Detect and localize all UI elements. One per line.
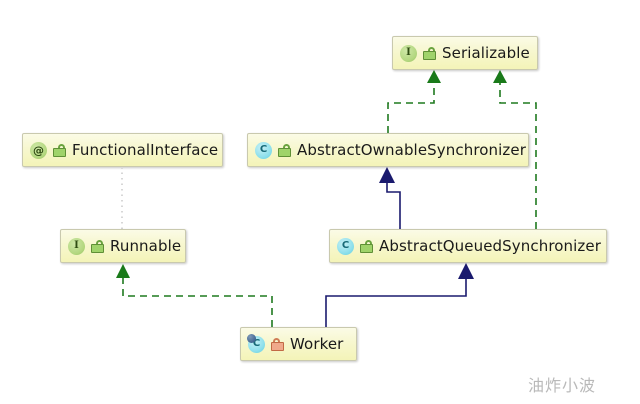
inner-class-icon: C <box>247 333 265 353</box>
class-icon: C <box>337 237 354 255</box>
unlock-icon <box>360 239 373 253</box>
unlock-icon <box>423 46 436 60</box>
node-abstract-ownable-synchronizer[interactable]: C AbstractOwnableSynchronizer <box>247 133 529 167</box>
unlock-icon <box>278 143 291 157</box>
node-label: FunctionalInterface <box>72 140 219 159</box>
node-label: AbstractOwnableSynchronizer <box>297 140 526 159</box>
node-abstract-queued-synchronizer[interactable]: C AbstractQueuedSynchronizer <box>329 229 607 263</box>
class-icon-glyph: C <box>337 237 354 255</box>
watermark: 油炸小波 <box>528 376 597 395</box>
interface-icon-glyph: I <box>68 237 85 255</box>
interface-icon-glyph: I <box>400 44 417 62</box>
interface-icon: I <box>400 44 417 62</box>
node-runnable[interactable]: I Runnable <box>60 229 186 263</box>
node-label: Runnable <box>110 236 182 255</box>
edge-aos-implements-serializable <box>387 70 441 133</box>
inner-class-marker-dot <box>247 333 256 343</box>
class-icon: C <box>255 141 272 159</box>
unlock-icon <box>91 239 104 253</box>
class-icon-glyph: C <box>255 141 272 159</box>
unlock-icon <box>53 143 66 157</box>
edge-worker-extends-aqs <box>325 263 474 327</box>
node-label: Worker <box>290 334 344 353</box>
edge-aqs-extends-aos <box>379 167 401 229</box>
edge-worker-implements-runnable <box>116 264 273 327</box>
node-functional-interface[interactable]: @ FunctionalInterface <box>22 133 223 167</box>
annotation-icon-glyph: @ <box>30 141 47 159</box>
node-label: AbstractQueuedSynchronizer <box>379 236 601 255</box>
node-worker[interactable]: C Worker <box>240 327 357 361</box>
lock-icon <box>271 337 284 351</box>
node-serializable[interactable]: I Serializable <box>392 36 538 70</box>
node-label: Serializable <box>442 43 530 62</box>
interface-icon: I <box>68 237 85 255</box>
annotation-icon: @ <box>30 141 47 159</box>
